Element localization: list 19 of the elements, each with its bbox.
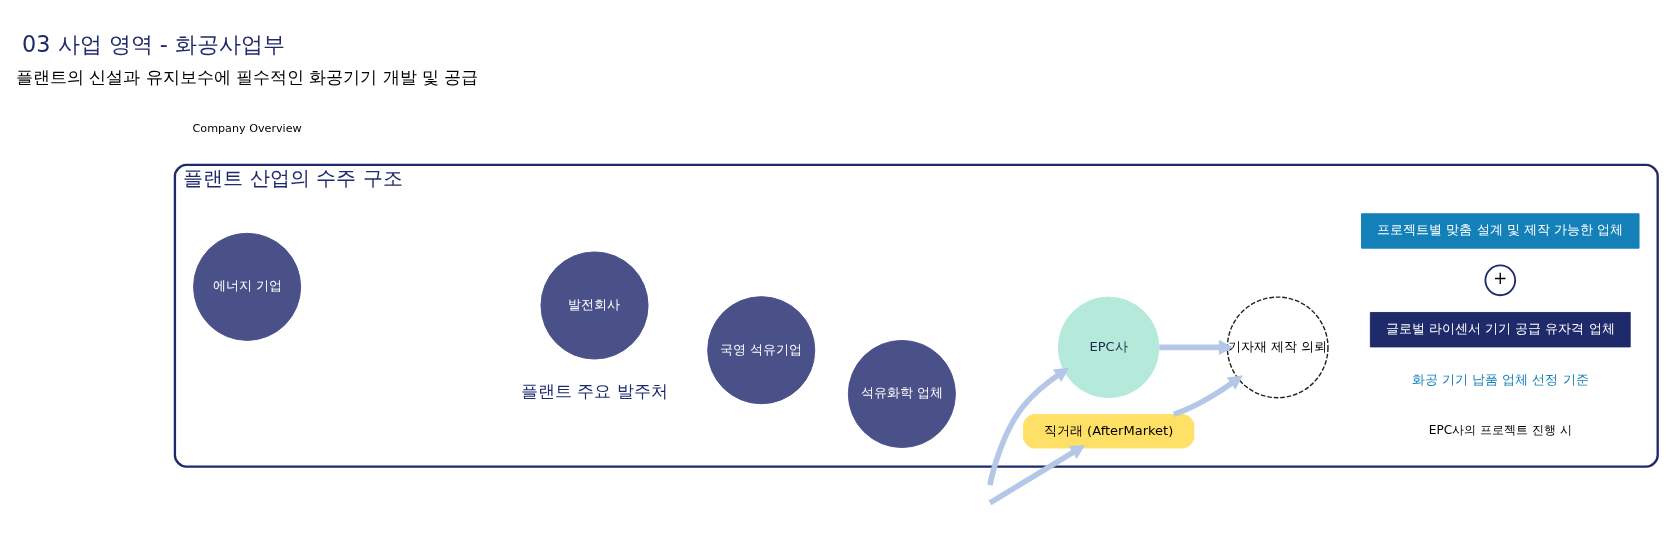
node-circle: 국영 석유기업	[707, 295, 816, 404]
node-box: 직거래 (AfterMarket)	[1022, 413, 1195, 448]
node-box: 글로벌 라이센서 기기 공급 유자격 업체	[1369, 311, 1631, 347]
node-circle: +	[1484, 264, 1517, 296]
node-circle: EPC사	[1057, 296, 1160, 398]
arrow	[1172, 374, 1243, 417]
node-box: 프로젝트별 맞춤 설계 및 제작 가능한 업체	[1361, 212, 1640, 249]
node-circle: 발전회사	[540, 250, 649, 359]
diagram-title: 03 사업 영역 - 화공사업부	[22, 30, 285, 57]
label: 플랜트 주요 발주처	[521, 380, 668, 401]
node-circle: 에너지 기업	[193, 232, 302, 341]
arrow	[1159, 339, 1234, 355]
label: EPC사의 프로젝트 진행 시	[1428, 422, 1572, 437]
arrow	[987, 367, 1070, 486]
arrow	[988, 444, 1086, 505]
label: Company Overview	[192, 121, 302, 135]
label: 화공 기기 납품 업체 선정 기준	[1411, 371, 1589, 387]
node-circle: 석유화학 업체	[847, 339, 956, 448]
label: 플랜트의 신설과 유지보수에 필수적인 화공기기 개발 및 공급	[15, 66, 479, 87]
